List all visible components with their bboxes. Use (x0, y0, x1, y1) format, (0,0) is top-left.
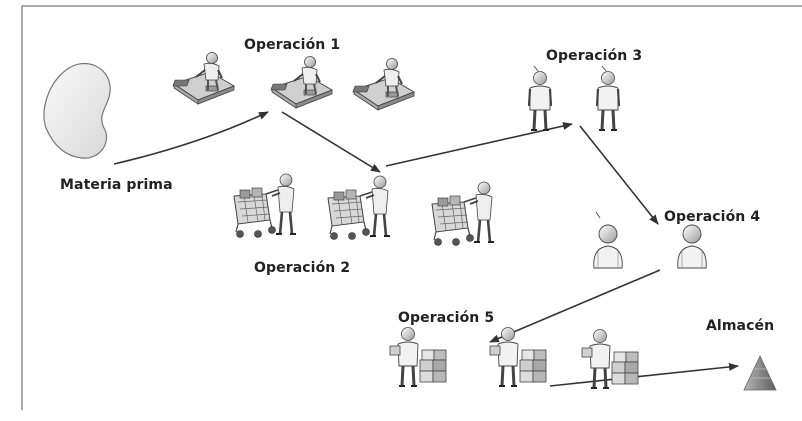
raw-material-label: Materia prima (60, 177, 173, 193)
worker-at-desk-icon (269, 55, 333, 109)
flow-arrow-raw-to-op1 (113, 111, 269, 165)
flow-arrow-op3-to-op4 (579, 125, 659, 225)
worker-at-desk-icon (351, 57, 415, 111)
worker-with-cart-icon (326, 174, 392, 241)
worker-with-boxes-icon (488, 326, 548, 388)
standing-worker-icon (527, 64, 553, 132)
flow-arrow-op2-to-op3 (385, 122, 573, 167)
person-bust-detail (595, 211, 601, 219)
operation-1-label: Operación 1 (244, 37, 341, 53)
worker-with-boxes-icon (388, 326, 448, 388)
flow-arrow-op5-to-warehouse (549, 362, 739, 387)
person-bust-icon (593, 224, 623, 269)
worker-with-cart-icon (430, 180, 496, 247)
raw-material-icon (43, 62, 111, 159)
worker-with-cart-icon (232, 172, 298, 239)
operation-2-label: Operación 2 (254, 260, 351, 276)
operation-4-label: Operación 4 (664, 209, 761, 225)
warehouse-icon (743, 355, 777, 391)
flow-arrow-op4-to-op5 (489, 269, 661, 343)
warehouse-label: Almacén (706, 318, 775, 334)
warehouse-icon-stripes (750, 368, 770, 379)
standing-worker-icon (595, 64, 621, 132)
operation-3-label: Operación 3 (546, 48, 643, 64)
flow-arrow-op1-to-op2 (281, 111, 381, 173)
worker-at-desk-icon (171, 51, 235, 105)
operation-5-label: Operación 5 (398, 310, 495, 326)
person-bust-icon (677, 224, 707, 269)
